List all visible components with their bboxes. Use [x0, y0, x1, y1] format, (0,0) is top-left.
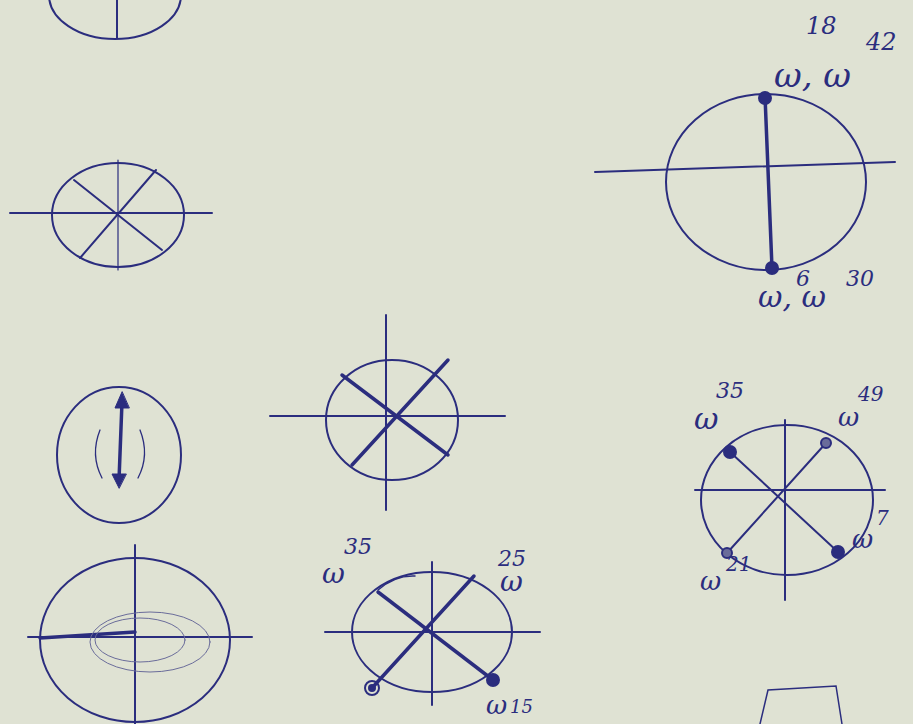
root-label: ω [700, 568, 721, 594]
exponent: 6 [796, 268, 810, 290]
exponent: 30 [846, 268, 874, 290]
exponent: 18 [806, 14, 837, 38]
exponent: 35 [716, 380, 744, 402]
unit-circle [57, 387, 181, 523]
root-label: ω, ω [758, 282, 826, 312]
root-label: ω, ω [774, 58, 851, 92]
root-label: ω [486, 692, 507, 718]
unit-circle [49, 0, 181, 39]
exponent: 21 [726, 554, 751, 574]
unit-circle [701, 425, 873, 575]
exponent: 42 [866, 30, 897, 54]
root-label: ω [838, 404, 859, 430]
root-label: ω [500, 568, 523, 596]
exponent: 7 [876, 508, 889, 528]
exponent: 15 [510, 698, 533, 716]
unit-circle [326, 360, 458, 480]
root-label: ω [694, 404, 718, 434]
unit-circle [666, 94, 866, 270]
root-label: ω [852, 526, 873, 552]
exponent: 35 [344, 536, 372, 558]
exponent: 25 [498, 548, 526, 570]
root-label: ω [322, 560, 345, 588]
exponent: 49 [858, 384, 883, 404]
